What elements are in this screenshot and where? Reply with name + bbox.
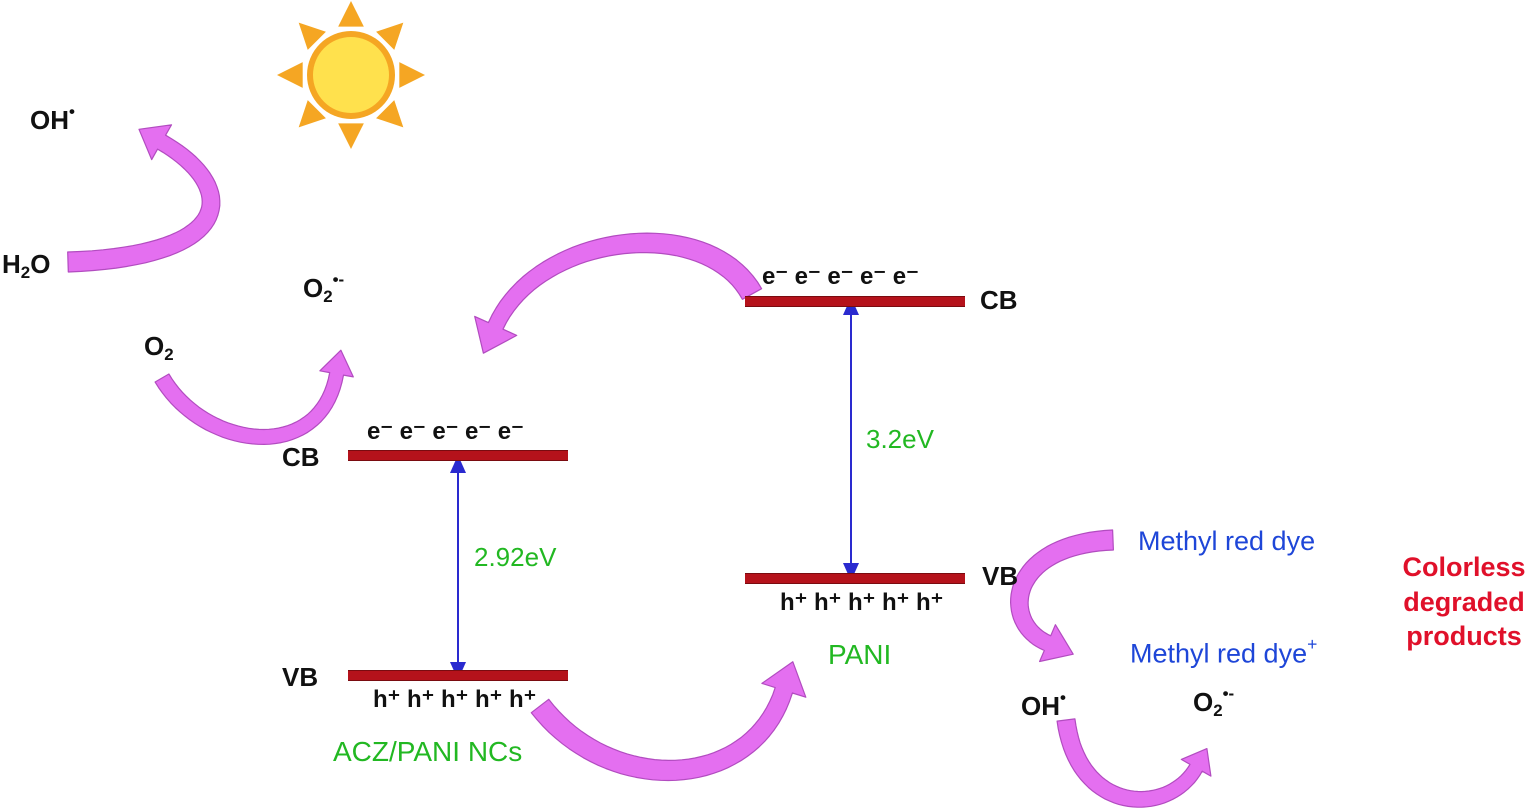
oxygen-label: O2 <box>144 331 174 365</box>
sun-ray <box>338 1 364 27</box>
bottom-radical-arrow <box>1056 718 1212 808</box>
methyl-red-dye-cation-label: Methyl red dye+ <box>1130 634 1318 669</box>
sun-ray <box>298 100 326 128</box>
acz-material-label: ACZ/PANI NCs <box>333 736 523 767</box>
acz-vb-band <box>348 670 568 681</box>
pani-cb-band <box>745 296 965 307</box>
degraded-products-label: Colorless degraded products <box>1392 550 1536 654</box>
sun-ray <box>376 100 404 128</box>
degraded-products-line-2: degraded <box>1403 586 1525 617</box>
sun-ray <box>399 62 425 88</box>
acz-bandgap-value: 2.92eV <box>474 542 557 572</box>
dye-oxidation-arrow <box>1010 529 1114 663</box>
arrow-layer <box>67 124 1212 808</box>
water-label: H2O <box>2 249 51 283</box>
degraded-products-line-1: Colorless <box>1402 552 1526 582</box>
pani-bandgap-value: 3.2eV <box>866 424 934 454</box>
pani-electrons: e⁻ e⁻ e⁻ e⁻ e⁻ <box>762 263 919 290</box>
superoxide-radical-top: O2•- <box>303 270 345 306</box>
sun-ray <box>277 62 303 88</box>
sun-core <box>313 37 389 113</box>
hydroxyl-radical-bottom: OH• <box>1021 688 1066 721</box>
sun-icon <box>277 1 425 149</box>
degraded-products-line-3: products <box>1406 621 1522 652</box>
hole-transfer-arrow <box>530 661 807 782</box>
pani-material-label: PANI <box>828 639 892 670</box>
acz-electrons: e⁻ e⁻ e⁻ e⁻ e⁻ <box>367 418 524 445</box>
pani-vb-band <box>745 573 965 584</box>
sun-ray <box>338 123 364 149</box>
sun-ray <box>298 22 326 50</box>
electron-transfer-arrow <box>474 232 763 354</box>
superoxide-radical-bottom: O2•- <box>1193 684 1235 720</box>
h2o-to-oh-arrow <box>67 124 221 273</box>
pani-vb-label: VB <box>982 561 1019 591</box>
o2-to-superoxide-arrow <box>154 349 354 445</box>
hydroxyl-radical-top: OH• <box>30 102 75 135</box>
acz-cb-label: CB <box>282 442 320 472</box>
methyl-red-dye-label: Methyl red dye <box>1138 526 1316 556</box>
pani-cb-label: CB <box>980 285 1018 315</box>
acz-cb-band <box>348 450 568 461</box>
acz-vb-label: VB <box>282 662 319 692</box>
acz-holes: h⁺ h⁺ h⁺ h⁺ h⁺ <box>373 686 537 713</box>
pani-holes: h⁺ h⁺ h⁺ h⁺ h⁺ <box>780 589 944 616</box>
sun-ray <box>376 22 404 50</box>
